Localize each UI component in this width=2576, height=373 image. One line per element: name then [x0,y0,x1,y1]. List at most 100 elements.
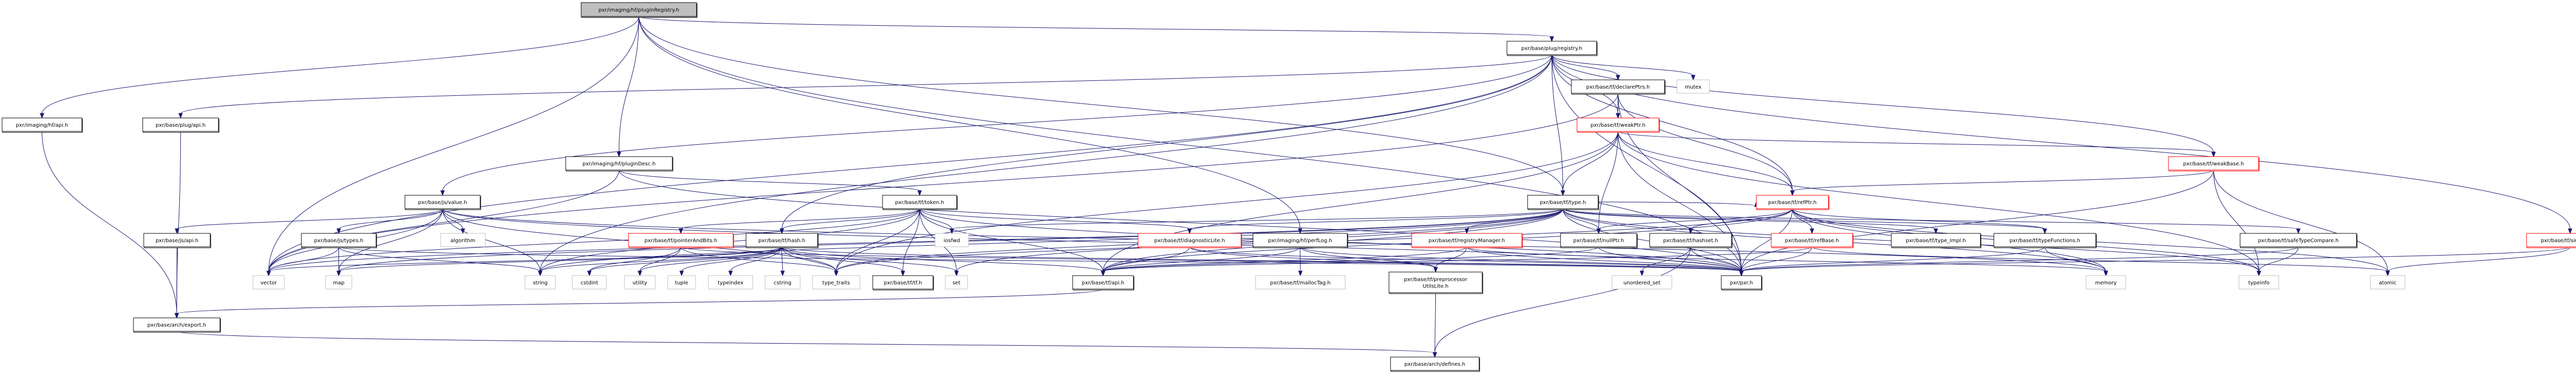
node-tf_type[interactable]: pxr/base/tf/type.h [1527,195,1599,210]
node-plug_api[interactable]: pxr/base/plug/api.h [142,117,219,133]
node-label: pxr/base/js/value.h [418,200,467,206]
node-mutex: mutex [1676,79,1710,94]
node-box [1255,275,1346,290]
edge-line [1551,54,1793,192]
arrowhead-icon [174,313,179,319]
node-refBase[interactable]: pxr/base/tf/refBase.h [1771,233,1854,248]
edge-line [1741,246,1812,272]
node-pointerAndBits[interactable]: pxr/base/tf/pointerAndBits.h [628,233,734,248]
node-label: pxr/base/tf/hashset.h [1663,238,1718,244]
node-registryManager[interactable]: pxr/base/tf/registryManager.h [1411,233,1523,248]
node-weakPtr[interactable]: pxr/base/tf/weakPtr.h [1577,117,1660,133]
edge-line [1792,208,2045,230]
edge-weakPtr-to-weakBase [1618,131,2216,158]
edge-line [1563,208,1599,230]
edge-line [782,54,1552,230]
edge-line [1300,246,1301,272]
edge-line [176,289,1104,314]
node-nullPtr[interactable]: pxr/base/tf/nullPtr.h [1560,233,1638,248]
arrowhead-icon [1100,270,1106,277]
edge-line [268,54,1552,272]
edge-hashset-to-unordered_set [1639,246,1691,277]
arrowhead-icon [780,270,785,277]
node-utility: utility [624,275,656,290]
node-label: vector [261,280,278,286]
node-arch_export[interactable]: pxr/base/arch/export.h [133,317,221,333]
node-perfLog[interactable]: pxr/imaging/hf/perfLog.h [1252,233,1348,248]
node-label: pxr/base/tf/mallocTag.h [1270,280,1330,286]
node-js_api[interactable]: pxr/base/js/api.h [143,233,211,248]
node-iosfwd: iosfwd [935,233,969,247]
node-box [945,275,968,290]
node-hf_api[interactable]: pxr/imaging/hf/api.h [2,117,83,133]
node-label: algorithm [450,238,475,244]
node-box [1072,275,1134,290]
node-refPtr[interactable]: pxr/base/tf/refPtr.h [1756,195,1829,210]
arrowhead-icon [637,270,642,277]
node-box [1891,233,1981,247]
node-type_Impl[interactable]: pxr/base/tf/type_Impl.h [1891,233,1981,248]
edge-weakPtr-to-tf_type [1561,131,1618,196]
node-root[interactable]: pxr/imaging/hf/pluginRegistry.h [581,2,698,18]
node-singleton[interactable]: pxr/base/tf/singleton.h [2526,233,2576,248]
node-label: pxr/base/tf/refPtr.h [1768,200,1817,206]
node-box [2526,233,2576,247]
edge-tf_hash-to-set [782,246,959,277]
node-tf_token[interactable]: pxr/base/tf/token.h [882,195,958,210]
node-box [1388,272,1483,293]
node-atomic: atomic [2370,275,2405,290]
node-label: pxr/base/tf/refBase.h [1785,238,1839,244]
arrowhead-icon [1549,36,1554,42]
edge-tf_hash-to-typeindex [728,246,782,277]
edge-plug_registry-to-plug_api [178,54,1552,119]
edge-arch_export-to-arch_defines [176,331,1437,358]
edge-line [1741,169,2214,272]
node-plug_registry[interactable]: pxr/base/plug/registry.h [1506,41,1598,56]
edge-line [1563,208,2299,230]
node-weakBase[interactable]: pxr/base/tf/weakBase.h [2168,156,2260,172]
edge-line [540,208,1563,272]
node-box [1571,79,1665,94]
edge-line [1189,208,1563,230]
edge-line [619,169,1742,272]
node-safeTypeCompare[interactable]: pxr/base/tf/safeTypeCompare.h [2240,233,2358,248]
node-cstring: cstring [765,275,801,290]
edge-tf_hash-to-string [538,246,782,277]
node-pxr_h[interactable]: pxr/pxr.h [1721,275,1762,291]
node-box [440,233,486,247]
node-arch_defines[interactable]: pxr/base/arch/defines.h [1390,357,1480,372]
node-box [1612,275,1672,290]
edge-plug_registry-to-mutex [1551,54,1696,81]
node-js_types[interactable]: pxr/base/js/types.h [301,233,377,248]
node-pluginDesc[interactable]: pxr/imaging/hf/pluginDesc.h [565,156,673,172]
node-hashset[interactable]: pxr/base/tf/hashset.h [1649,233,1733,248]
edge-singleton-to-atomic [2385,246,2570,277]
arrowhead-icon [954,270,959,277]
edge-tf_hash-to-tf_api [782,246,1106,277]
node-tf_api[interactable]: pxr/base/tf/api.h [1072,275,1134,291]
node-tf_hash[interactable]: pxr/base/tf/hash.h [745,233,819,248]
node-set: set [945,275,968,290]
node-box [1560,233,1637,247]
node-box [708,275,753,290]
node-box [872,275,934,290]
edge-tf_hash-to-cstdint [587,246,782,277]
arrowhead-icon [178,113,183,119]
node-diagnosticLite[interactable]: pxr/base/tf/diagnosticLite.h [1138,233,1242,248]
node-label: atomic [2379,280,2396,286]
arrowhead-icon [1739,270,1744,277]
node-js_value[interactable]: pxr/base/js/value.h [404,195,481,210]
node-box [667,275,696,290]
edge-line [268,16,639,272]
node-typeFunctions[interactable]: pxr/base/tf/typeFunctions.h [1993,233,2097,248]
edge-line [919,208,952,230]
edge-nullPtr-to-tf_api [1100,246,1599,277]
node-label: pxr/base/tf/type.h [1540,200,1586,206]
node-box [2239,275,2279,290]
node-tf_tf[interactable]: pxr/base/tf/tf.h [872,275,934,291]
node-type_traits: type_traits [812,275,860,290]
node-label: map [333,280,344,286]
node-declarePtrs[interactable]: pxr/base/tf/declarePtrs.h [1571,79,1666,95]
edge-line [1300,246,1742,272]
